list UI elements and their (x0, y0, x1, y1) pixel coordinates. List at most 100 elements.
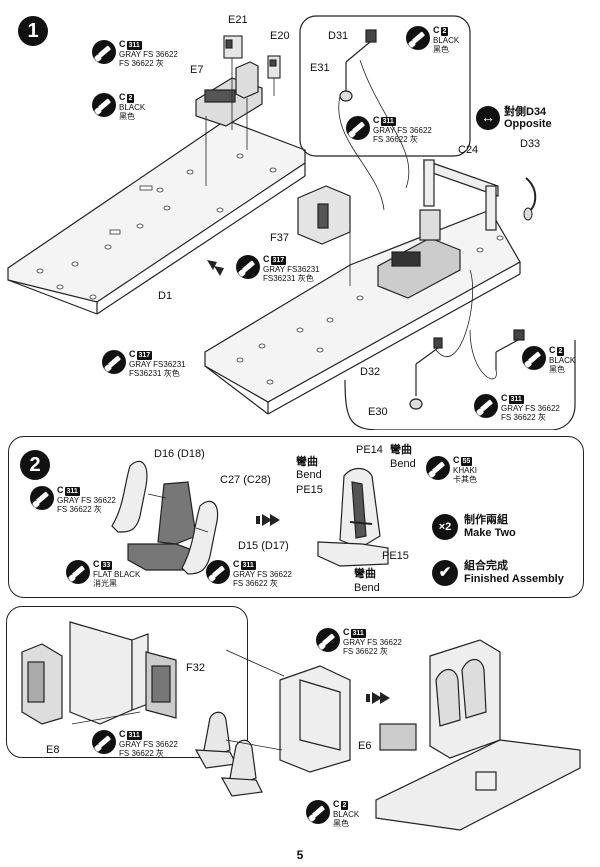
make-two-cn: 制作兩組 (464, 514, 508, 526)
seat-side-d15 (181, 500, 219, 575)
seat-side-d16 (111, 460, 148, 533)
cockpit-console (377, 209, 461, 299)
paint-brush-icon (236, 255, 260, 279)
part-label-d33: D33 (520, 138, 541, 150)
part-label-pe15-top: PE15 (296, 484, 323, 496)
direction-arrow (366, 692, 390, 704)
part-e21 (223, 35, 243, 59)
panel-f32 (145, 651, 177, 719)
paint-brush-icon (30, 486, 54, 510)
paint-name: GRAY FS 36622 (343, 638, 402, 647)
paint-brush-icon (92, 40, 116, 64)
paint-name: GRAY FS 36622 (373, 126, 432, 135)
direction-arrow (207, 260, 224, 276)
paint-name: GRAY FS 36622 (119, 740, 178, 749)
part-label-d1: D1 (158, 290, 173, 302)
console-e7 (195, 61, 263, 127)
part-label-d32: D32 (360, 366, 381, 378)
paint-name-cn: 黑色 (549, 365, 565, 374)
opposite-callout: ↔ 對側D34 Opposite (476, 106, 552, 130)
paint-name: GRAY FS 36622 (501, 404, 560, 413)
finished-cockpit (375, 639, 581, 831)
part-label-e6: E6 (358, 740, 372, 752)
double-arrow-icon: ↔ (476, 106, 500, 130)
paint-name-cn: FS 36622 灰 (233, 579, 278, 588)
part-label-e30: E30 (368, 406, 388, 418)
paint-brush-icon (92, 730, 116, 754)
part-c24 (423, 159, 499, 231)
times-two-icon: ×2 (432, 514, 458, 540)
paint-name: BLACK (549, 356, 576, 365)
bend-label-left-en: Bend (296, 469, 322, 481)
paint-name-cn: 消光黑 (93, 579, 117, 588)
paint-name-cn: FS 36622 灰 (373, 135, 418, 144)
paint-name: GRAY FS36231 (263, 265, 320, 274)
bulkhead (69, 621, 149, 725)
direction-arrow (256, 514, 280, 526)
paint-name: GRAY FS36231 (129, 360, 186, 369)
paint-name: BLACK (333, 810, 360, 819)
step-2-panel (8, 436, 584, 598)
paint-brush-icon (522, 346, 546, 370)
floor-assembly-lower (204, 209, 521, 415)
bend-label-bottom-en: Bend (354, 582, 380, 594)
part-label-e20: E20 (270, 30, 290, 42)
paint-name: BLACK (119, 103, 146, 112)
paint-brush-icon (426, 456, 450, 480)
paint-name-cn: 黑色 (433, 45, 449, 54)
assembled-seat (317, 467, 389, 567)
paint-name-cn: FS 36622 灰 (501, 413, 546, 422)
paint-name-cn: FS 36622 灰 (57, 505, 102, 514)
make-two-en: Make Two (464, 527, 516, 539)
part-label-e31: E31 (310, 62, 330, 74)
paint-brush-icon (66, 560, 90, 584)
step-2-badge: 2 (20, 450, 50, 480)
cockpit-tub-middle (279, 665, 351, 773)
part-label-d31: D31 (328, 30, 349, 42)
paint-brush-icon (474, 394, 498, 418)
paint-brush-icon (92, 93, 116, 117)
floor-plate-d1 (7, 119, 306, 315)
part-label-f32: F32 (186, 662, 205, 674)
finished-assembly-note: ✔ 組合完成 Finished Assembly (432, 560, 564, 586)
part-label-pe15-bottom: PE15 (382, 550, 409, 562)
paint-brush-icon (406, 26, 430, 50)
part-label-c27: C27 (C28) (220, 474, 271, 486)
checkmark-icon: ✔ (432, 560, 458, 586)
paint-name-cn: FS36231 灰色 (129, 369, 180, 378)
paint-brush-icon (206, 560, 230, 584)
paint-brush-icon (316, 628, 340, 652)
paint-brush-icon (346, 116, 370, 140)
cable-d33 (523, 177, 537, 221)
paint-name-cn: FS 36622 灰 (119, 59, 164, 68)
opposite-en: Opposite (504, 118, 552, 130)
opposite-cn: 對側D34 (504, 106, 547, 118)
step-3-panel (6, 606, 248, 758)
paint-name: GRAY FS 36622 (57, 496, 116, 505)
bend-label-top-en: Bend (390, 458, 416, 470)
finished-cn: 組合完成 (464, 560, 508, 572)
seat-c27 (127, 481, 199, 571)
step3-drawing (21, 621, 581, 831)
bend-label-top-cn: 彎曲 (390, 444, 412, 456)
part-label-e7: E7 (190, 64, 204, 76)
